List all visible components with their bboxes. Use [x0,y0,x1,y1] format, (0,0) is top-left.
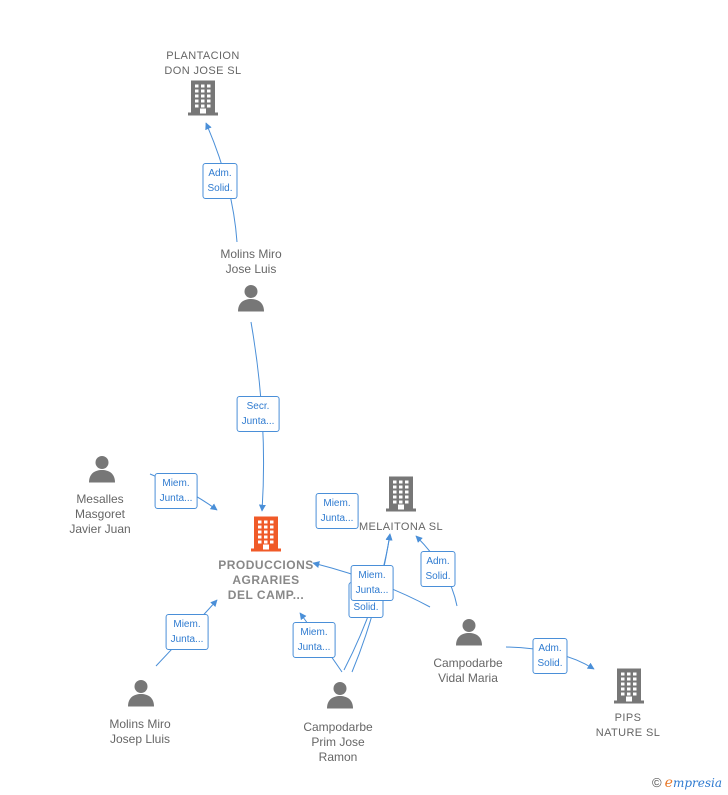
node-label-pips[interactable]: PIPS NATURE SL [595,712,661,739]
building-icon-plantacion[interactable] [187,80,219,121]
edge-label-molins_jl-to-producciones[interactable]: Secr. Junta... [236,396,280,432]
person-icon-molins_jll[interactable] [126,679,156,712]
building-icon-producciones[interactable] [250,516,282,557]
node-label-campodarbe_pjr[interactable]: Campodarbe Prim Jose Ramon [303,720,373,764]
edge-label-campodarbe_vm-to-pips[interactable]: Adm. Solid. [532,638,568,674]
edge-label-mesalles-to-producciones[interactable]: Miem. Junta... [154,473,198,509]
node-label-plantacion[interactable]: PLANTACION DON JOSE SL [164,50,242,77]
node-label-producciones[interactable]: PRODUCCIONS AGRARIES DEL CAMP... [218,558,314,602]
person-icon-campodarbe_pjr[interactable] [325,681,355,714]
edge-label-campodarbe_pjr-to-producciones[interactable]: Miem. Junta... [292,622,336,658]
edge-label-molins_jll-to-producciones[interactable]: Miem. Junta... [165,614,209,650]
empresia-watermark[interactable]: ©empresia [652,775,722,791]
edge-label-molins_jl-to-plantacion[interactable]: Adm. Solid. [202,163,238,199]
building-icon-pips[interactable] [613,668,645,709]
node-label-mesalles[interactable]: Mesalles Masgoret Javier Juan [69,492,131,536]
node-label-molins_jll[interactable]: Molins Miro Josep Lluis [109,717,171,746]
building-icon-melaitona[interactable] [385,476,417,517]
brand-name: mpresia [672,776,722,790]
copyright-symbol: © [652,775,662,790]
node-label-campodarbe_vm[interactable]: Campodarbe Vidal Maria [433,656,503,685]
person-icon-campodarbe_vm[interactable] [454,618,484,651]
edge-label-campodarbe_vm-to-producciones[interactable]: Miem. Junta... [350,565,394,601]
node-label-molins_jl[interactable]: Molins Miro Jose Luis [220,247,282,276]
edge-label-campodarbe_pjr-to-melaitona[interactable]: Miem. Junta... [315,493,359,529]
edge-label-campodarbe_vm-to-melaitona[interactable]: Adm. Solid. [420,551,456,587]
node-label-melaitona[interactable]: MELAITONA SL [358,521,444,533]
person-icon-mesalles[interactable] [87,455,117,488]
person-icon-molins_jl[interactable] [236,284,266,317]
brand-initial: e [664,775,673,791]
